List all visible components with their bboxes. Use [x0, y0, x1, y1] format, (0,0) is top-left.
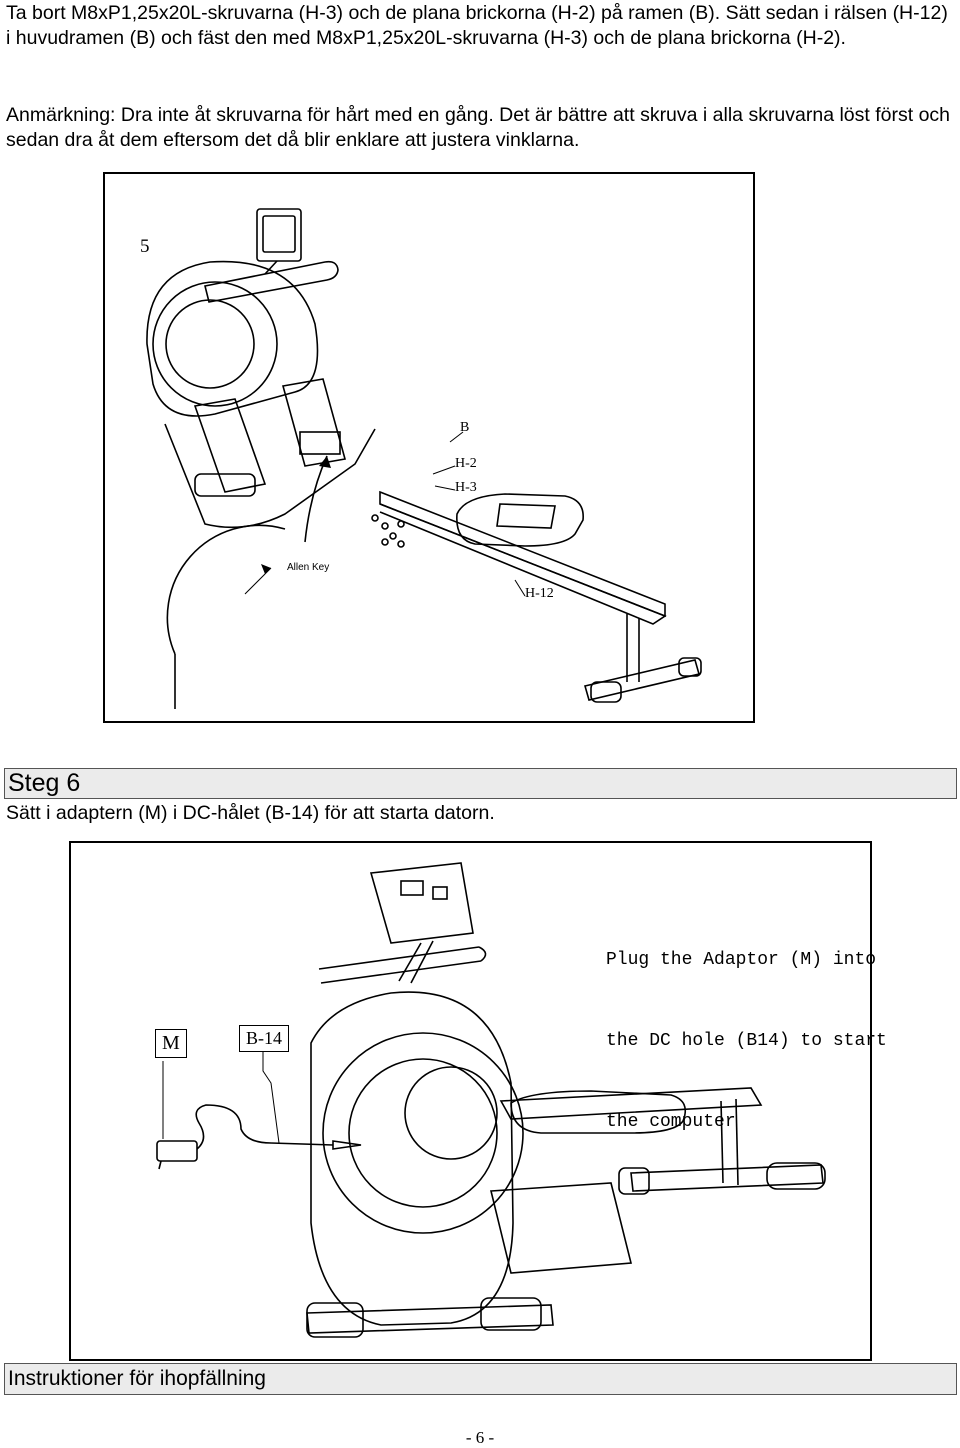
adaptor-figure: Plug the Adaptor (M) into the DC hole (B…: [69, 841, 887, 1361]
step-6-header: Steg 6: [4, 768, 957, 799]
washer-label-h2: H-2: [455, 456, 477, 471]
adaptor-note: Plug the Adaptor (M) into the DC hole (B…: [606, 893, 887, 1190]
step-number-label: 5: [140, 236, 150, 257]
frame-label-b: B: [460, 420, 470, 435]
adaptor-note-line2: the DC hole (B14) to start: [606, 1031, 887, 1051]
adaptor-drawing: [156, 862, 826, 1338]
note-paragraph: Anmärkning: Dra inte åt skruvarna för hå…: [6, 104, 951, 151]
rail-label-h12: H-12: [525, 586, 554, 601]
adaptor-note-line1: Plug the Adaptor (M) into: [606, 950, 877, 970]
bolt-label-h3: H-3: [455, 480, 477, 495]
step-6-title: Steg 6: [8, 769, 81, 797]
adaptor-note-line3: the computer: [606, 1112, 736, 1132]
page-number: - 6 -: [465, 1428, 495, 1447]
allen-key-label: Allen Key: [287, 562, 330, 573]
rail-assembly-drawing: [146, 208, 702, 709]
dc-hole-label-b14: B-14: [239, 1025, 289, 1052]
instruction-paragraph: Ta bort M8xP1,25x20L-skruvarna (H-3) och…: [6, 2, 948, 49]
folding-instructions-title: Instruktioner för ihopfällning: [8, 1367, 266, 1390]
step-6-description: Sätt i adaptern (M) i DC-hålet (B-14) fö…: [6, 802, 495, 824]
adaptor-label-m: M: [155, 1029, 187, 1058]
folding-instructions-header: Instruktioner för ihopfällning: [4, 1363, 957, 1395]
rail-assembly-figure: 5 B H-2 H-3 H-12 Allen Key: [103, 172, 755, 723]
